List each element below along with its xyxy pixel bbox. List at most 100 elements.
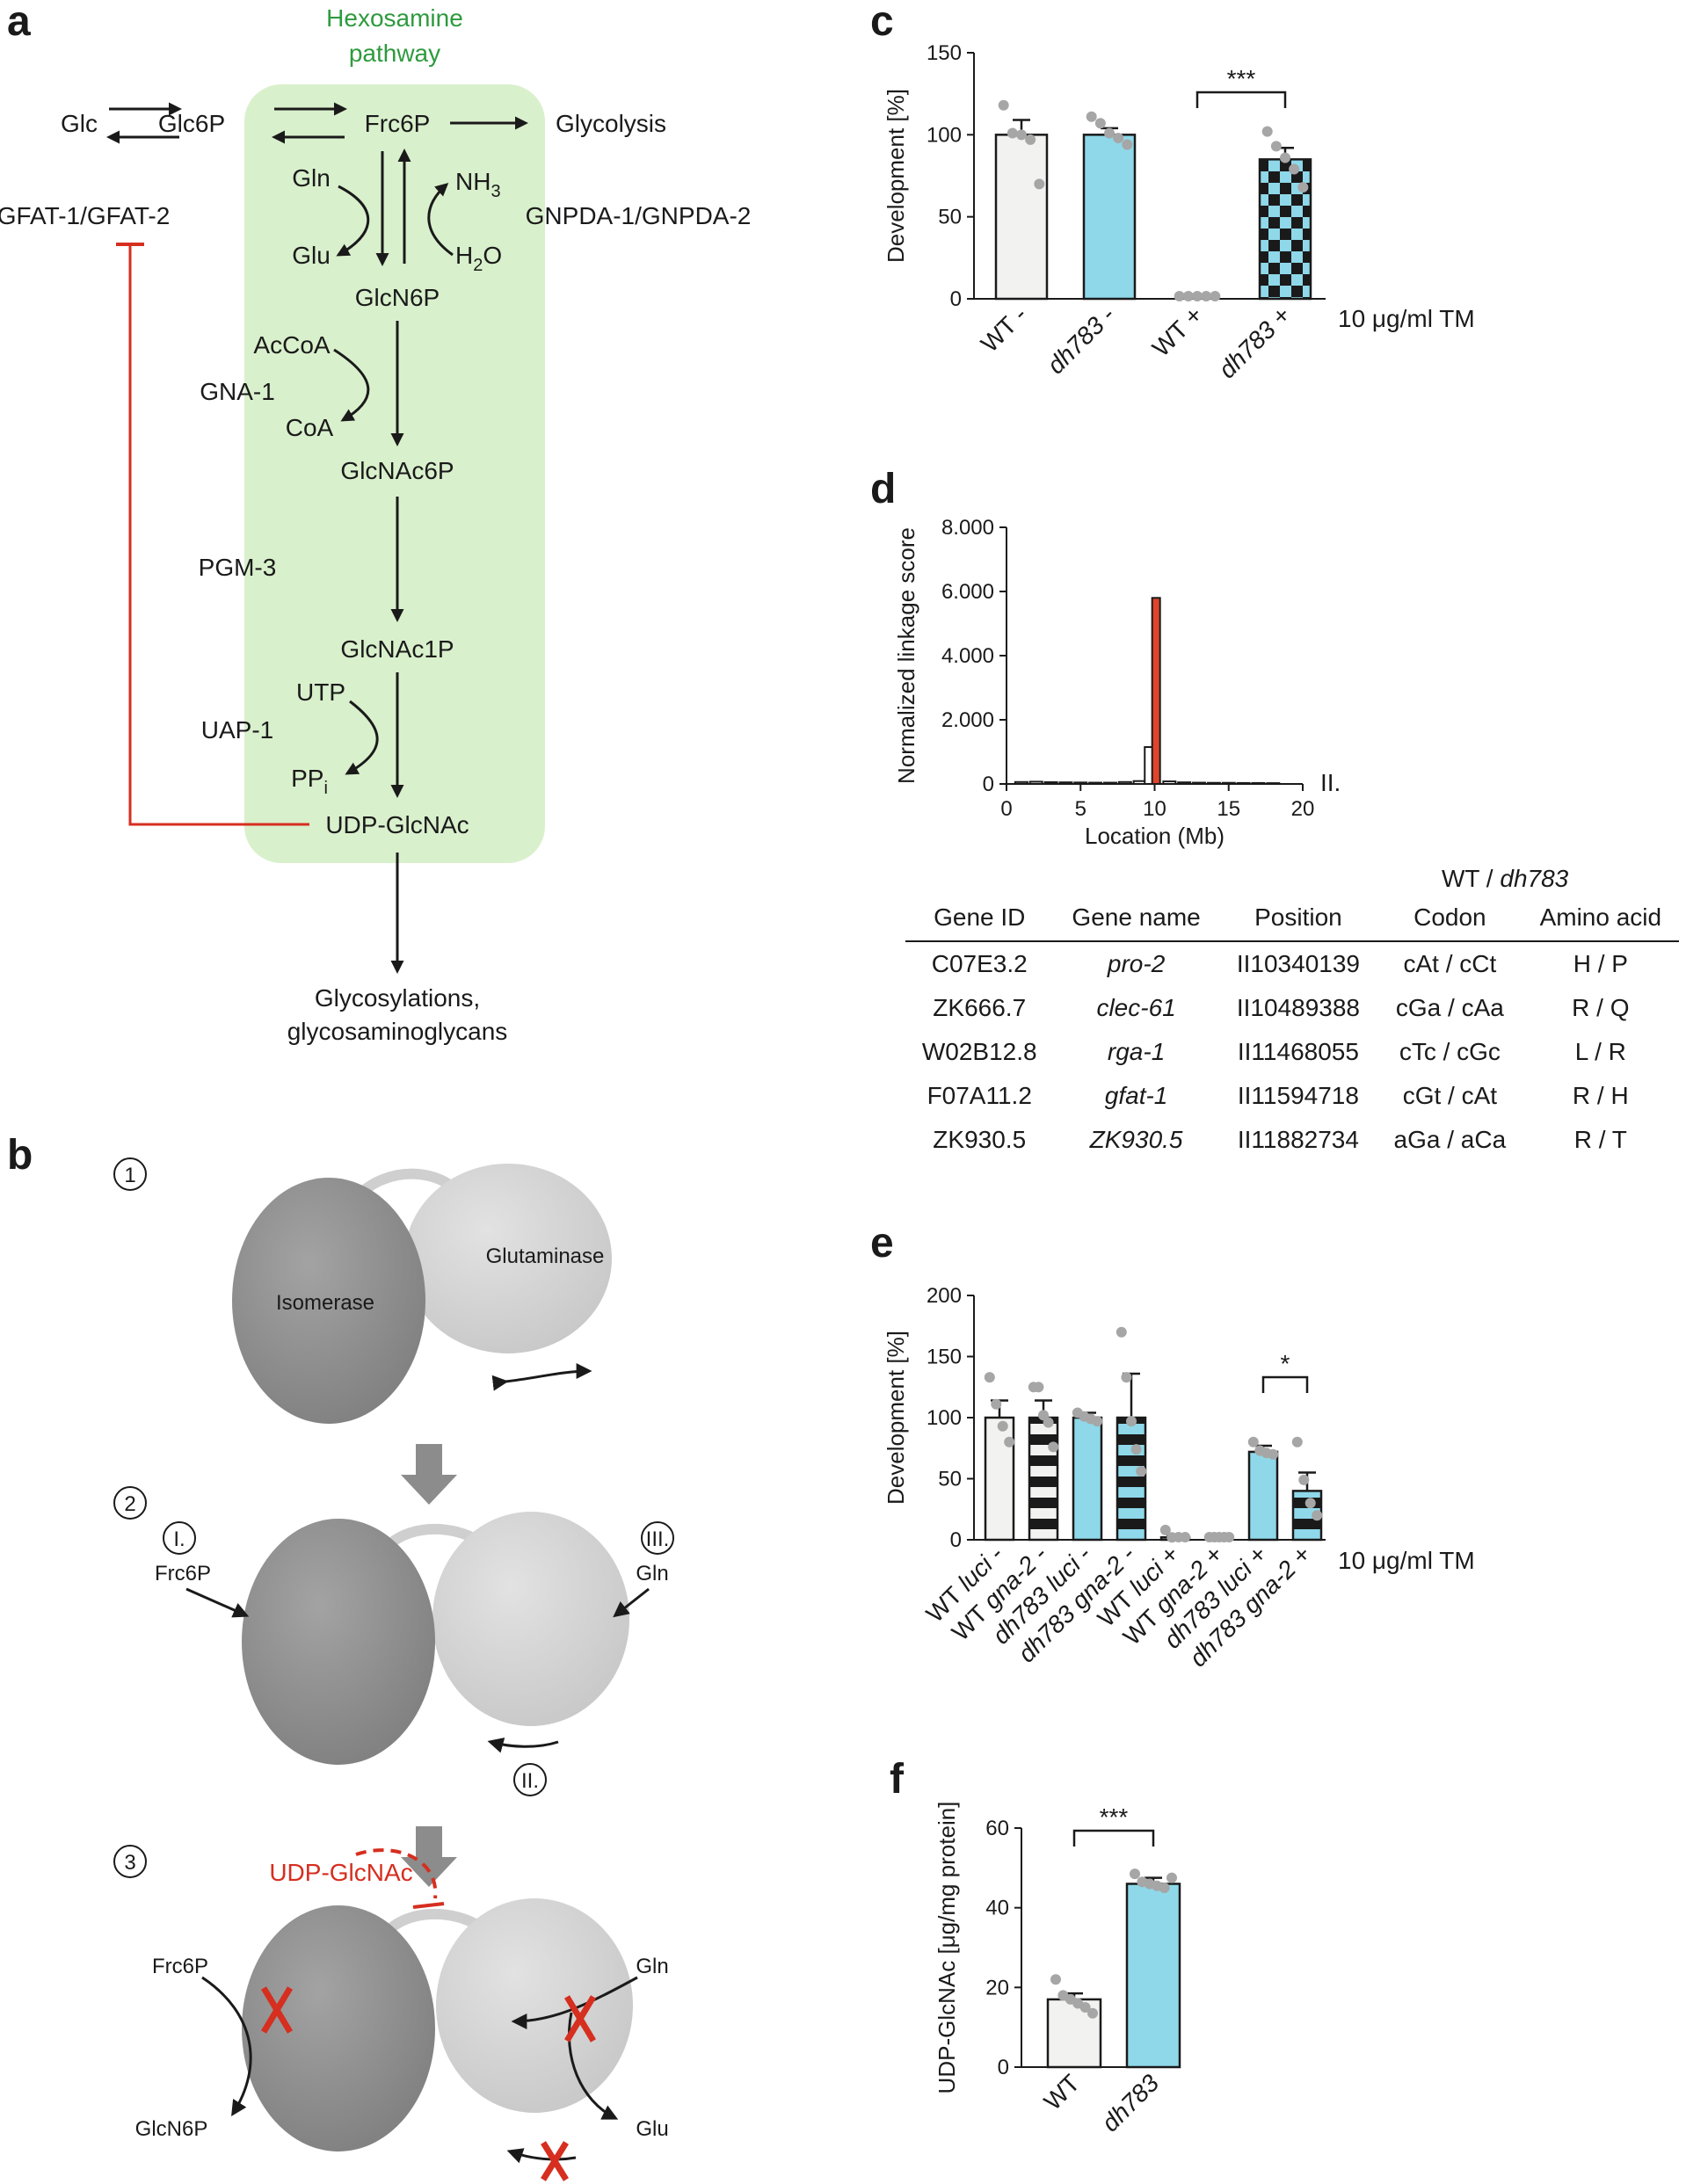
bar	[1102, 781, 1117, 785]
data-point	[1113, 133, 1124, 144]
x-tick-label: 5	[1075, 797, 1086, 821]
glutaminase-domain	[404, 1164, 612, 1353]
y-tick-label: 150	[927, 1346, 962, 1369]
y-tick-label: 20	[985, 1976, 1009, 1999]
pathway-title-1: Hexosamine	[326, 4, 463, 32]
table-row: ZK930.5 ZK930.5 II11882734 aGa / aCa R /…	[905, 1118, 1679, 1162]
cell-position: II10489388	[1236, 994, 1360, 1021]
data-point	[1261, 126, 1273, 137]
data-point	[1122, 139, 1133, 150]
glutaminase-label: Glutaminase	[486, 1244, 605, 1268]
data-point	[1130, 1444, 1142, 1455]
y-tick-label: 100	[927, 123, 962, 147]
cell-gene-name: pro-2	[1107, 950, 1166, 977]
node-utp: UTP	[296, 678, 345, 706]
data-point	[1079, 2002, 1091, 2013]
table-row: F07A11.2 gfat-1 II11594718 cGt / cAt R /…	[905, 1074, 1679, 1118]
chart-e-tm-label: 10 μg/ml TM	[1338, 1547, 1475, 1574]
cell-amino-acid: R / T	[1573, 1126, 1627, 1153]
pathway-box	[244, 84, 545, 863]
cell-codon: cTc / cGc	[1399, 1038, 1501, 1065]
node-udpglcnac: UDP-GlcNAc	[325, 811, 469, 838]
bar	[1043, 780, 1058, 785]
data-point	[984, 1372, 995, 1383]
data-point	[1247, 1436, 1259, 1448]
data-point	[997, 1420, 1008, 1432]
data-point	[1182, 291, 1194, 301]
data-point	[1291, 1436, 1303, 1448]
enzyme-gna: GNA-1	[200, 378, 275, 405]
data-point	[998, 99, 1009, 111]
bar	[1162, 780, 1177, 786]
cell-gene-id: W02B12.8	[921, 1038, 1037, 1065]
node-glcnac6p: GlcNAc6P	[340, 457, 454, 484]
y-tick-label: 0	[950, 287, 962, 311]
bar	[1266, 782, 1281, 786]
y-tick-label: 150	[927, 41, 962, 65]
cell-codon: cAt / cCt	[1403, 950, 1497, 977]
data-point	[1004, 1436, 1015, 1448]
step-3-label: 3	[124, 1851, 135, 1875]
data-point	[1298, 1474, 1310, 1485]
y-tick-label: 50	[938, 206, 962, 229]
cell-gene-name: gfat-1	[1104, 1082, 1168, 1109]
y-tick-label: 6.000	[941, 580, 994, 604]
data-point	[1033, 1382, 1044, 1393]
y-tick-label: 50	[938, 1468, 962, 1491]
bar	[1082, 134, 1137, 301]
bar	[1247, 1450, 1279, 1542]
node-ppi: PPi	[291, 765, 328, 798]
node-glc: Glc	[61, 110, 98, 137]
x-tick-label: 10	[1143, 797, 1166, 821]
cell-codon: cGa / cAa	[1395, 994, 1504, 1021]
y-tick-label: 0	[998, 2056, 1009, 2079]
data-point	[1043, 1417, 1054, 1428]
data-point	[1007, 127, 1018, 139]
data-point	[1025, 134, 1036, 145]
step3-udpglcnac: UDP-GlcNAc	[269, 1859, 412, 1886]
step3-gln: Gln	[636, 1955, 668, 1978]
cell-codon: aGa / aCa	[1393, 1126, 1507, 1153]
node-glycolysis: Glycolysis	[556, 110, 666, 137]
enzyme-gfat: GFAT-1/GFAT-2	[0, 202, 170, 229]
node-accoa: AcCoA	[253, 331, 330, 359]
panel-label-f: f	[890, 1756, 905, 1803]
data-point	[1121, 1372, 1132, 1383]
bar	[1125, 1883, 1181, 2069]
x-tick-label: 20	[1291, 797, 1315, 821]
panel-label-b: b	[7, 1132, 33, 1179]
bar	[1206, 781, 1221, 785]
data-point	[1016, 129, 1027, 141]
cell-gene-name: clec-61	[1096, 994, 1176, 1021]
data-point	[1116, 1326, 1127, 1338]
step-1-label: 1	[124, 1164, 135, 1187]
data-point	[1180, 1532, 1191, 1542]
x-tick-label: dh783 +	[1213, 301, 1296, 383]
cell-gene-name: rga-1	[1107, 1038, 1166, 1065]
x-tick-label: WT +	[1147, 301, 1208, 361]
node-products-1: Glycosylations,	[315, 984, 480, 1012]
x-axis-title: Location (Mb)	[1085, 823, 1225, 849]
bar	[1072, 1416, 1103, 1542]
data-point	[1304, 1498, 1316, 1509]
significance-label: ***	[1100, 1803, 1129, 1831]
node-coa: CoA	[286, 414, 334, 441]
x-tick-label-part: WT	[1039, 2069, 1086, 2115]
panel-label-c: c	[870, 0, 894, 45]
gfat-schematic: 1 Glutaminase Isomerase 2 I. Frc6P III. …	[113, 1157, 674, 2181]
x-tick-label-part: dh783	[1096, 2069, 1164, 2137]
col-position: Position	[1218, 895, 1378, 942]
data-point	[1136, 1466, 1147, 1477]
y-tick-label: 200	[927, 1284, 962, 1308]
x-tick-label: 0	[1000, 797, 1012, 821]
significance-label: *	[1281, 1350, 1290, 1377]
cell-amino-acid: R / H	[1572, 1082, 1629, 1109]
step2-gln: Gln	[636, 1562, 668, 1585]
y-tick-label: 0	[983, 773, 994, 796]
cell-position: II10340139	[1236, 950, 1360, 977]
bar	[1192, 781, 1207, 785]
site-1-label: I.	[173, 1527, 185, 1551]
col-amino-acid: Amino acid	[1522, 895, 1679, 942]
